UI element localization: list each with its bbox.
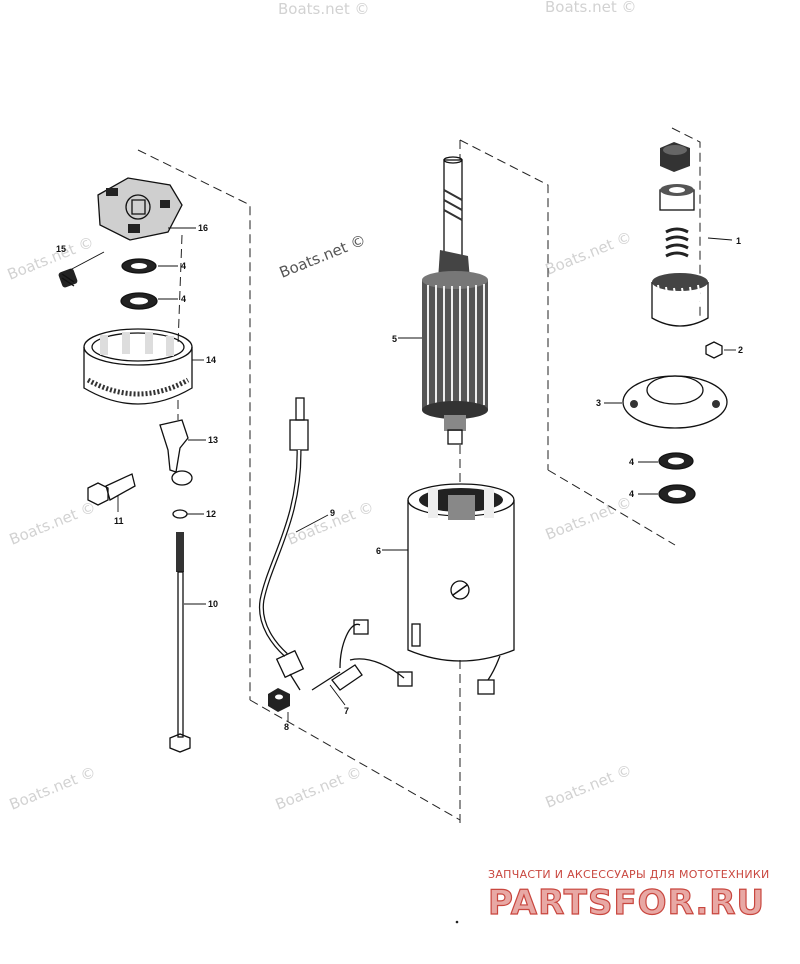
watermark: Boats.net ©: [543, 761, 635, 812]
callout-7: 7: [344, 706, 349, 716]
banner-logo: PARTSFOR.RU: [488, 883, 765, 923]
watermark-layer: Boats.net © Boats.net © Boats.net © Boat…: [5, 0, 637, 814]
washer-right-lower: [658, 484, 696, 504]
stray-dot: [455, 920, 459, 924]
watermark: Boats.net ©: [5, 233, 97, 284]
callout-4: 4: [629, 457, 634, 467]
lead-wire-9: [258, 397, 309, 691]
watermark: Boats.net ©: [543, 228, 635, 279]
watermark: Boats.net ©: [545, 0, 637, 16]
end-cap-ring: [83, 328, 193, 405]
watermark: Boats.net ©: [7, 498, 99, 549]
armature-5: [422, 156, 488, 445]
callout-5: 5: [392, 334, 397, 344]
callout-4: 4: [629, 489, 634, 499]
callout-8: 8: [284, 722, 289, 732]
callout-9: 9: [330, 508, 335, 518]
washer-left-lower: [120, 292, 158, 310]
watermark: Boats.net ©: [273, 763, 365, 814]
callout-10: 10: [208, 599, 218, 609]
leader-lines: [69, 227, 736, 722]
bolt-11: [87, 473, 136, 506]
banner-tagline: ЗАПЧАСТИ И АКСЕССУАРЫ ДЛЯ МОТОТЕХНИКИ: [488, 868, 770, 881]
watermark: Boats.net ©: [7, 763, 99, 814]
callout-4: 4: [181, 261, 186, 271]
drive-assembly-1: [651, 142, 709, 327]
watermark-main: Boats.net ©: [277, 231, 369, 282]
nut-2: [705, 341, 723, 359]
callout-13: 13: [208, 435, 218, 445]
brush-holder-7: [311, 619, 501, 695]
callout-14: 14: [206, 355, 216, 365]
callout-16: 16: [198, 223, 208, 233]
spring-15: [58, 268, 78, 288]
lockwasher-12: [172, 509, 188, 519]
brush-plate: [97, 177, 183, 241]
through-bolt-10: [169, 532, 191, 753]
callout-1: 1: [736, 236, 741, 246]
motor-housing-6: [407, 483, 515, 662]
callout-2: 2: [738, 345, 743, 355]
callout-15: 15: [56, 244, 66, 254]
callout-3: 3: [596, 398, 601, 408]
terminal-13: [159, 419, 193, 486]
callout-12: 12: [206, 509, 216, 519]
watermark: Boats.net ©: [543, 493, 635, 544]
callout-layer: 1 2 3 4 4 5 6 7 8 9 10 11 12 13 14 15 16…: [56, 223, 743, 732]
washer-right-upper: [658, 452, 694, 470]
watermark: Boats.net ©: [278, 0, 370, 18]
drive-end-head-3: [622, 375, 728, 429]
assembly-guides: [137, 127, 701, 825]
callout-11: 11: [114, 516, 124, 526]
washer-left-upper: [121, 258, 157, 274]
nut-8: [268, 688, 290, 712]
watermark: Boats.net ©: [285, 498, 377, 549]
callout-6: 6: [376, 546, 381, 556]
callout-4: 4: [181, 294, 186, 304]
site-banner: ЗАПЧАСТИ И АКСЕССУАРЫ ДЛЯ МОТОТЕХНИКИ PA…: [487, 868, 770, 924]
